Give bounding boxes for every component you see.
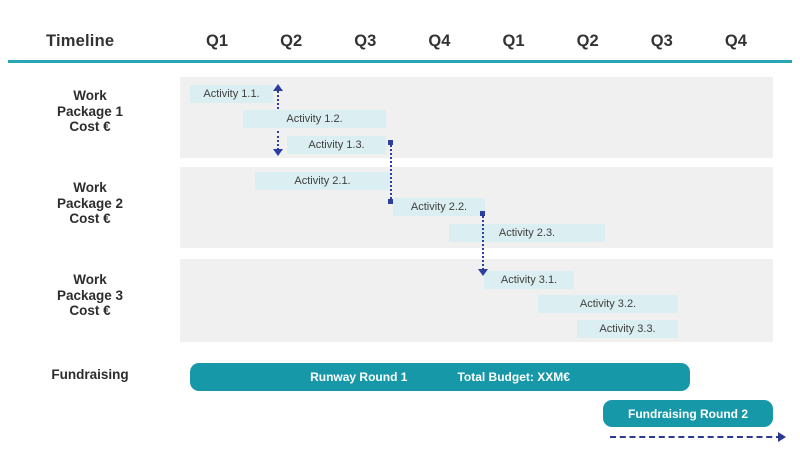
activity-bar: Activity 3.2. [538,295,678,313]
quarter-header: Q3 [650,32,673,50]
activity-bar: Activity 3.3. [577,320,678,338]
connector-line [277,131,279,154]
activity-bar: Activity 2.3. [449,224,605,242]
connector-endpoint-dot [388,140,393,145]
runway-round-1-label: Runway Round 1 [310,370,408,384]
arrow-down-icon [273,149,283,156]
quarter-header: Q2 [280,32,303,50]
timeline-extension-arrow [610,432,786,442]
connector-endpoint-dot [388,199,393,204]
arrow-down-icon [478,269,488,276]
quarter-header: Q4 [428,32,451,50]
connector-line [390,142,392,202]
work-package-label-line: Cost € [69,211,111,226]
activity-bar: Activity 3.1. [484,271,574,289]
arrow-up-icon [273,84,283,91]
work-package-label-line: Package 2 [56,195,124,211]
activity-bar: Activity 1.1. [190,85,273,103]
runway-round-1-bar: Runway Round 1 Total Budget: XXM€ [190,363,690,391]
fundraising-round-2-bar: Fundraising Round 2 [603,400,773,427]
work-package-label-line: Package 3 [56,287,124,303]
work-package-label-line: Work [73,180,107,195]
work-package-3-panel [180,259,773,342]
total-budget-label: Total Budget: XXM€ [457,370,570,384]
activity-bar: Activity 2.2. [393,198,485,216]
page-title: Timeline [46,32,115,50]
quarter-header: Q1 [206,32,229,50]
work-package-label-line: Cost € [69,119,111,134]
work-package-label-line: Work [73,272,107,287]
quarter-header: Q4 [724,32,747,50]
activity-bar: Activity 2.1. [255,172,390,190]
activity-bar: Activity 1.3. [287,136,386,154]
connector-line [277,86,279,109]
quarter-header: Q3 [354,32,377,50]
connector-line [482,213,484,274]
work-package-label-line: Work [73,88,107,103]
quarter-header: Q2 [576,32,599,50]
header-divider [8,60,792,63]
activity-bar: Activity 1.2. [243,110,386,128]
fundraising-label: Fundraising [51,367,129,382]
fundraising-round-2-label: Fundraising Round 2 [628,406,748,421]
quarter-header: Q1 [502,32,525,50]
work-package-label-line: Package 1 [56,103,124,119]
connector-endpoint-dot [480,211,485,216]
quarter-headers: Q1 Q2 Q3 Q4 Q1 Q2 Q3 Q4 [180,32,773,54]
work-package-label-line: Cost € [69,303,111,318]
